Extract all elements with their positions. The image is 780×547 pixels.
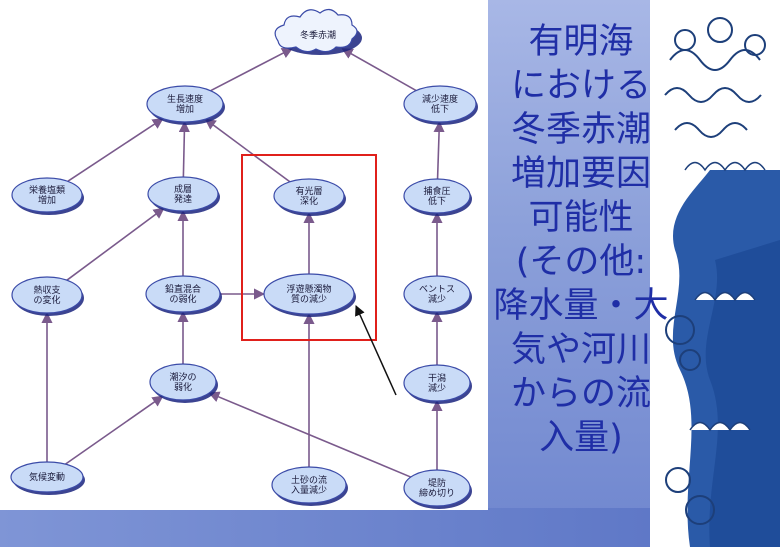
node-shape <box>273 178 345 214</box>
node-shape <box>146 85 224 123</box>
causal-diagram-panel: 冬季赤潮生長速度増加減少速度低下栄養塩類増加成層発達有光層深化捕食圧低下熱収支の… <box>0 0 488 510</box>
node-label: 熱収支 <box>33 284 60 296</box>
node-shape <box>10 461 84 493</box>
title-line: からの流 <box>510 374 651 414</box>
wave-illustration <box>650 0 780 547</box>
title-line: 気や河川 <box>510 330 651 370</box>
node-shape <box>11 276 83 314</box>
nodes: 冬季赤潮生長速度増加減少速度低下栄養塩類増加成層発達有光層深化捕食圧低下熱収支の… <box>10 8 478 509</box>
title-line: 冬季赤潮 <box>510 110 651 150</box>
node-shape <box>147 176 219 212</box>
node-shape <box>403 275 471 313</box>
node-label: 生長速度 <box>167 93 203 105</box>
edges <box>41 47 445 478</box>
highlight-box <box>241 154 377 341</box>
node-label: 締め切り <box>419 487 455 499</box>
node-label: 発達 <box>174 193 192 205</box>
node-label: 堤防 <box>428 477 446 489</box>
node-label: 成層 <box>174 183 192 195</box>
node-label: 土砂の流 <box>291 474 327 486</box>
edge-climate_change-to-tide_weakening <box>64 395 164 465</box>
node-label: 入量減少 <box>291 484 327 496</box>
title-line: 増加要因 <box>510 154 651 194</box>
node-shape <box>403 469 471 507</box>
node-shape <box>403 85 477 123</box>
wave-icon <box>650 0 780 547</box>
node-label: 低下 <box>431 103 449 115</box>
node-label: 減少 <box>428 382 446 394</box>
title-line: (その他: <box>515 242 647 282</box>
edge-embankment_closure-to-tide_weakening <box>208 391 412 478</box>
node-shape <box>403 364 471 402</box>
node-label: 気候変動 <box>29 471 65 483</box>
title-line: における <box>510 66 651 106</box>
edge-growth_rate_increase-to-winter_red_tide <box>210 47 294 92</box>
edge-decline_rate_decrease-to-winter_red_tide <box>341 48 417 92</box>
node-label: 増加 <box>38 194 56 206</box>
node-label: 深化 <box>300 195 318 207</box>
node-label: ベントス <box>419 285 455 295</box>
node-label: の弱化 <box>169 293 196 305</box>
node-label: 干潟 <box>428 372 446 384</box>
pointer-arrow <box>355 305 397 396</box>
node-label: 潮汐の <box>169 371 196 383</box>
node-label: 冬季赤潮 <box>300 29 336 41</box>
node-shape <box>263 273 355 315</box>
edge-grazing_pressure_decrease-to-decline_rate_decrease <box>433 120 445 180</box>
bottom-band <box>0 508 650 547</box>
title-line: 有明海 <box>528 22 634 62</box>
node-label: 減少 <box>428 293 446 305</box>
title-line: 入量) <box>539 418 623 458</box>
node-climate-change: 気候変動 <box>10 461 85 495</box>
node-label: 弱化 <box>174 381 192 393</box>
edge-stratification-to-growth_rate_increase <box>178 120 190 178</box>
node-shape <box>274 8 358 53</box>
slide-title: 有明海 における 冬季赤潮 増加要因 可能性 (その他: 降水量・大 気や河川 … <box>488 20 674 460</box>
node-label: 増加 <box>176 103 194 115</box>
node-label: 栄養塩類 <box>29 184 65 196</box>
node-label: 質の減少 <box>291 293 327 305</box>
node-shape <box>403 178 471 214</box>
node-label: 低下 <box>428 195 446 207</box>
node-label: 浮遊懸濁物 <box>286 283 331 295</box>
title-line: 可能性 <box>528 198 634 238</box>
node-label: 捕食圧 <box>423 185 450 197</box>
node-winter-red-tide: 冬季赤潮 <box>274 8 362 55</box>
causal-diagram: 冬季赤潮生長速度増加減少速度低下栄養塩類増加成層発達有光層深化捕食圧低下熱収支の… <box>10 8 478 509</box>
edge-heat_balance_change-to-stratification <box>66 207 165 281</box>
node-label: 鉛直混合 <box>165 283 201 295</box>
node-shape <box>149 363 217 401</box>
title-line: 降水量・大 <box>493 286 669 326</box>
edge-nutrient_salt_increase-to-growth_rate_increase <box>67 117 164 182</box>
node-shape <box>145 275 221 313</box>
node-shape <box>271 466 347 504</box>
node-shape <box>11 177 83 213</box>
node-label: の変化 <box>33 294 60 306</box>
node-label: 減少速度 <box>422 93 458 105</box>
edge-euphotic_deepening-to-growth_rate_increase <box>204 118 291 183</box>
node-label: 有光層 <box>295 185 322 197</box>
